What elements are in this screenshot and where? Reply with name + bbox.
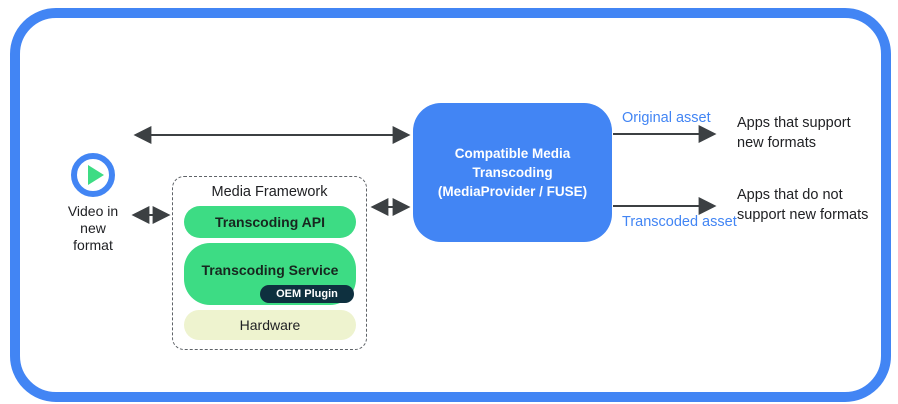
transcoding-service-box: Transcoding Service OEM Plugin <box>184 243 356 305</box>
play-icon <box>71 153 115 197</box>
original-asset-label: Original asset <box>622 110 711 126</box>
outer-frame <box>10 8 891 402</box>
apps-support-text: Apps that support new formats <box>737 115 851 151</box>
media-framework-title: Media Framework <box>211 184 328 200</box>
transcoding-service-label: Transcoding Service <box>201 262 339 278</box>
oem-plugin-badge: OEM Plugin <box>260 285 354 303</box>
transcoded-asset-label: Transcoded asset <box>622 214 737 230</box>
compatible-media-transcoding-box: Compatible Media Transcoding (MediaProvi… <box>413 103 612 242</box>
source-label: Video in new format <box>67 203 119 253</box>
transcoding-api-box: Transcoding API <box>184 206 356 238</box>
apps-no-support-text: Apps that do not support new formats <box>737 187 869 223</box>
hardware-box: Hardware <box>184 310 356 340</box>
media-framework-box: Media Framework Transcoding API Transcod… <box>172 176 367 350</box>
play-triangle-icon <box>87 165 104 185</box>
